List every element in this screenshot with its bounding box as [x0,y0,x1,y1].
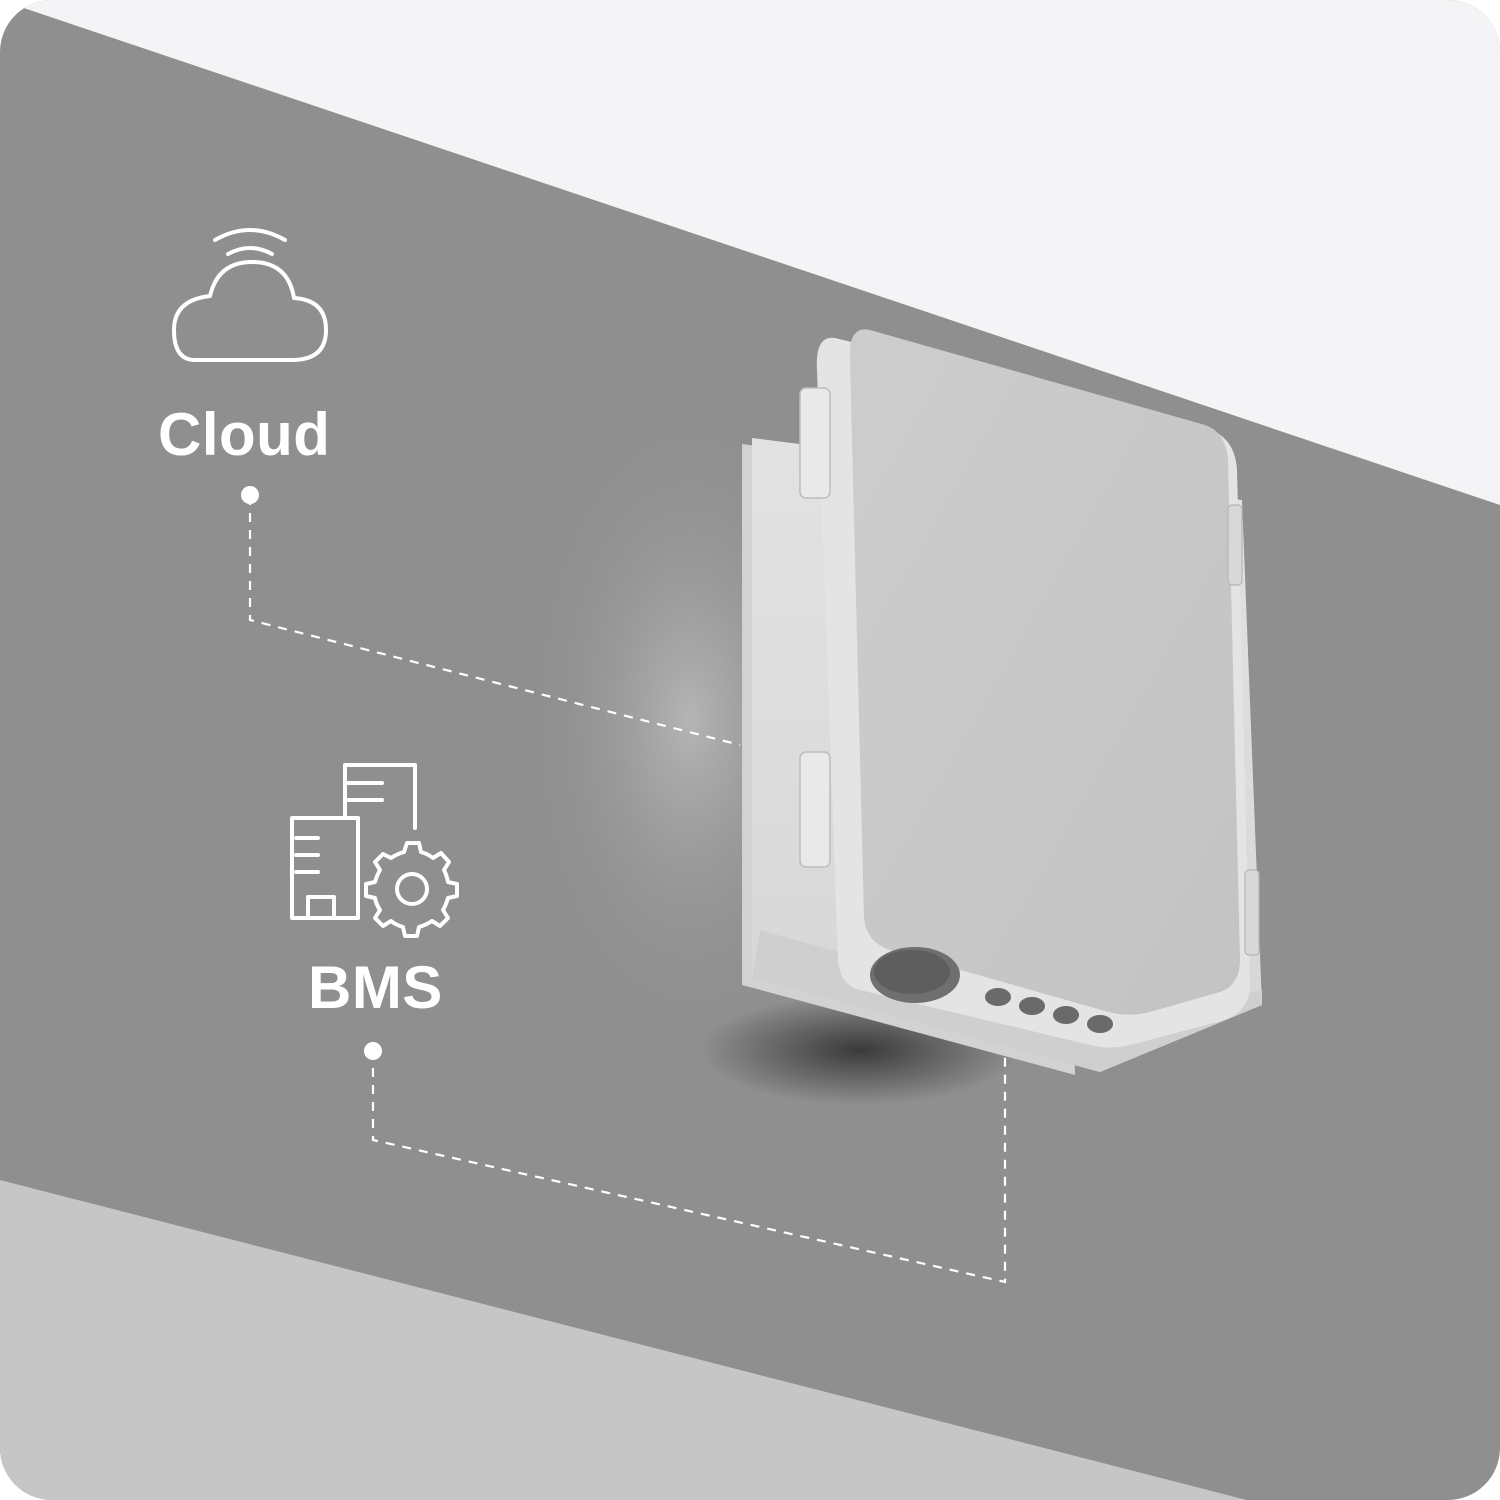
bms-label: BMS [308,954,443,1021]
latch-upper [1227,504,1243,586]
latch-lower [1244,869,1260,956]
enclosure-device [742,329,1262,1075]
connection-lines [248,496,1007,1284]
bms-connection-line [371,1050,1007,1284]
cloud-connection-line [248,496,741,747]
bms-connector-dot [364,1042,382,1060]
small-port-2 [1019,997,1045,1015]
small-port-1 [985,988,1011,1006]
hinge-upper [799,387,831,499]
building-gear-icon [290,763,459,938]
floor [0,1180,1500,1500]
hinge-lower [799,751,831,868]
small-port-4 [1087,1015,1113,1033]
lid-face [849,329,1240,1015]
cloud-wifi-icon [172,228,328,362]
ceiling [0,0,1500,505]
small-port-3 [1053,1006,1079,1024]
cloud-connector-dot [241,486,259,504]
cloud-label: Cloud [158,401,331,468]
